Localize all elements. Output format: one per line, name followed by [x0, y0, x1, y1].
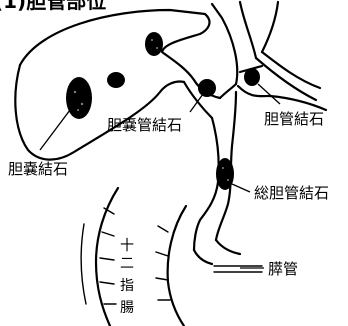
common-bile-duct-stone — [216, 158, 234, 190]
label-bile-duct-stone: 胆管結石 — [264, 110, 324, 128]
label-cystic-duct-stone: 胆嚢管結石 — [107, 116, 182, 134]
diagram-heading: (1)胆管部位 — [0, 0, 106, 13]
label-gallbladder-stone: 胆嚢結石 — [8, 160, 68, 178]
gallbladder-stone-large — [66, 77, 92, 119]
bile-duct-stone — [244, 68, 260, 86]
leader-gallbladder-stone — [40, 110, 70, 150]
label-duodenum-char-4: 腸 — [120, 300, 134, 316]
label-duodenum-char-1: 十 — [120, 238, 134, 254]
label-duodenum: 十 二 指 腸 — [120, 238, 134, 316]
gallbladder-stone-medium — [107, 72, 125, 88]
pancreatic-duct — [194, 240, 262, 272]
label-common-bile-duct-stone: 総胆管結石 — [254, 184, 329, 202]
leader-bile-duct-stone — [258, 84, 280, 104]
gallbladder-stone-upper — [145, 32, 163, 56]
leader-cystic-duct-stone — [190, 94, 203, 112]
leader-common-bile-duct-stone — [232, 184, 250, 192]
label-duodenum-char-2: 二 — [120, 256, 134, 272]
label-duodenum-char-3: 指 — [120, 278, 134, 294]
label-pancreatic-duct: 膵管 — [268, 260, 298, 278]
stones — [66, 32, 260, 190]
cystic-duct-stone — [198, 79, 216, 97]
